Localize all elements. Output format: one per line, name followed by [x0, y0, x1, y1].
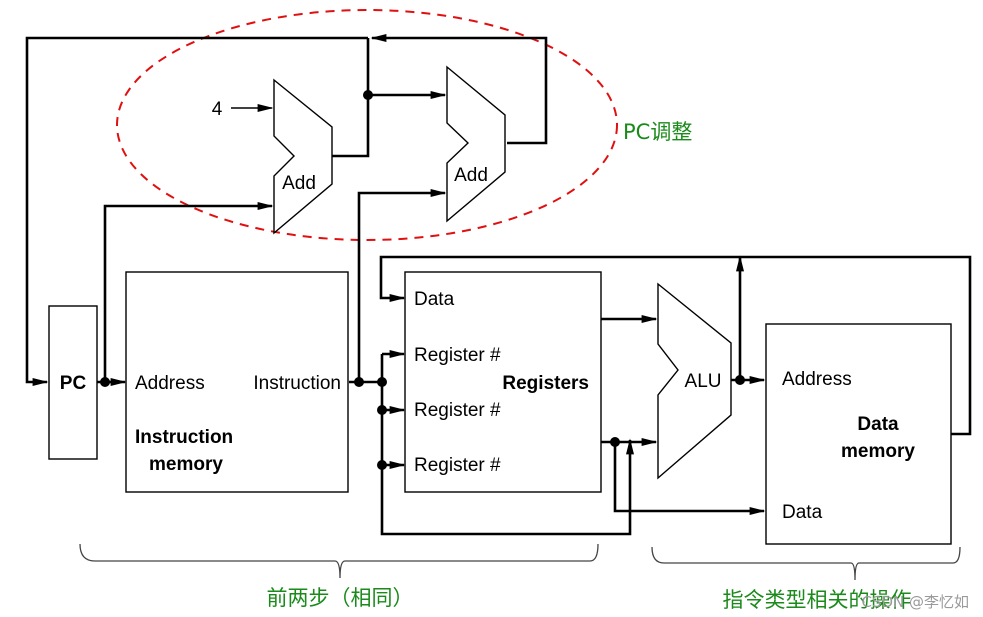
imem-instruction-label: Instruction	[253, 373, 341, 394]
junction-dot	[377, 377, 387, 387]
brace-instruction-specific	[651, 546, 961, 581]
adder-pc4	[273, 78, 333, 235]
adder-branch	[446, 65, 506, 223]
pc-label: PC	[60, 373, 87, 394]
alu-label: ALU	[685, 371, 722, 392]
dmem-address-label: Address	[782, 369, 852, 390]
first-two-steps-annotation: 前两步（相同）	[267, 586, 414, 610]
junction-dot	[377, 460, 387, 470]
instruction-memory	[125, 271, 349, 493]
pc-register	[48, 305, 98, 460]
dmem-title-line2: memory	[841, 441, 915, 462]
dmem-title-line1: Data	[857, 414, 899, 435]
imem-title-line2: memory	[149, 454, 223, 475]
junction-dot	[610, 437, 620, 447]
junction-dot	[100, 377, 110, 387]
wire-instr-to-branch-adder	[357, 189, 447, 382]
imem-address-label: Address	[135, 373, 205, 394]
registers-title: Registers	[502, 373, 589, 394]
wire-to-dmem-data	[613, 442, 766, 515]
junction-dot	[377, 405, 387, 415]
register-file	[404, 271, 602, 493]
imem-title-line1: Instruction	[135, 427, 233, 448]
wire-next-pc	[25, 36, 368, 386]
data-memory	[765, 323, 952, 545]
pc-adjust-annotation: PC调整	[623, 120, 692, 144]
wire-writeback	[379, 255, 972, 436]
junction-dot	[735, 375, 745, 385]
junction-dot	[354, 377, 364, 387]
wire-pc-to-adder	[103, 202, 274, 382]
brace-first-two-steps	[79, 543, 599, 579]
junction-dot	[363, 90, 373, 100]
constant-4-label: 4	[212, 99, 223, 120]
wire-pc-plus-4	[332, 38, 370, 158]
pc-adjust-highlight	[116, 9, 618, 241]
reg-label-3: Register #	[414, 455, 501, 476]
instruction-specific-annotation: 指令类型相关的操作	[723, 588, 912, 612]
reg-label-1: Register #	[414, 345, 501, 366]
adder-pc4-label: Add	[282, 173, 316, 194]
alu	[657, 282, 732, 480]
watermark: CSDN @李忆如	[861, 593, 969, 611]
wire-branch-result	[370, 34, 548, 145]
dmem-data-label: Data	[782, 502, 823, 523]
reg-label-2: Register #	[414, 400, 501, 421]
wire-instr-bus	[380, 354, 634, 536]
reg-data-label: Data	[414, 289, 455, 310]
adder-branch-label: Add	[454, 165, 488, 186]
